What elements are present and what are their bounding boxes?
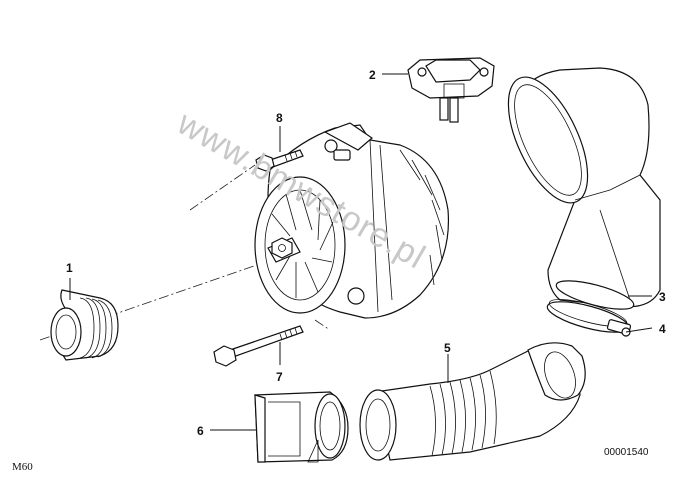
callout-7: 7 — [276, 370, 283, 384]
center-line-bolt — [314, 319, 331, 331]
part-2-regulator — [407, 57, 495, 123]
leader-lines — [69, 73, 653, 431]
part-6-adapter — [254, 391, 349, 463]
model-code: M60 — [12, 461, 33, 473]
part-8-short-bolt — [255, 149, 304, 172]
callout-1: 1 — [66, 261, 73, 275]
part-4-clamp — [546, 299, 632, 337]
drawing-number: 00001540 — [604, 447, 649, 458]
callout-6: 6 — [197, 424, 204, 438]
alternator — [254, 122, 450, 319]
callout-2: 2 — [369, 68, 376, 82]
callout-8: 8 — [276, 111, 283, 125]
part-7-long-bolt — [213, 325, 304, 367]
callouts: 1 2 3 4 5 6 7 8 — [66, 68, 666, 438]
part-3-air-duct — [507, 67, 661, 310]
callout-3: 3 — [659, 290, 666, 304]
callout-5: 5 — [444, 341, 451, 355]
callout-4: 4 — [659, 322, 666, 336]
leader-4 — [625, 327, 653, 333]
center-line-upper — [189, 164, 256, 211]
part-5-bellows-duct — [359, 342, 586, 461]
part-1-sleeve — [50, 289, 119, 361]
shaft-nut — [271, 237, 293, 259]
